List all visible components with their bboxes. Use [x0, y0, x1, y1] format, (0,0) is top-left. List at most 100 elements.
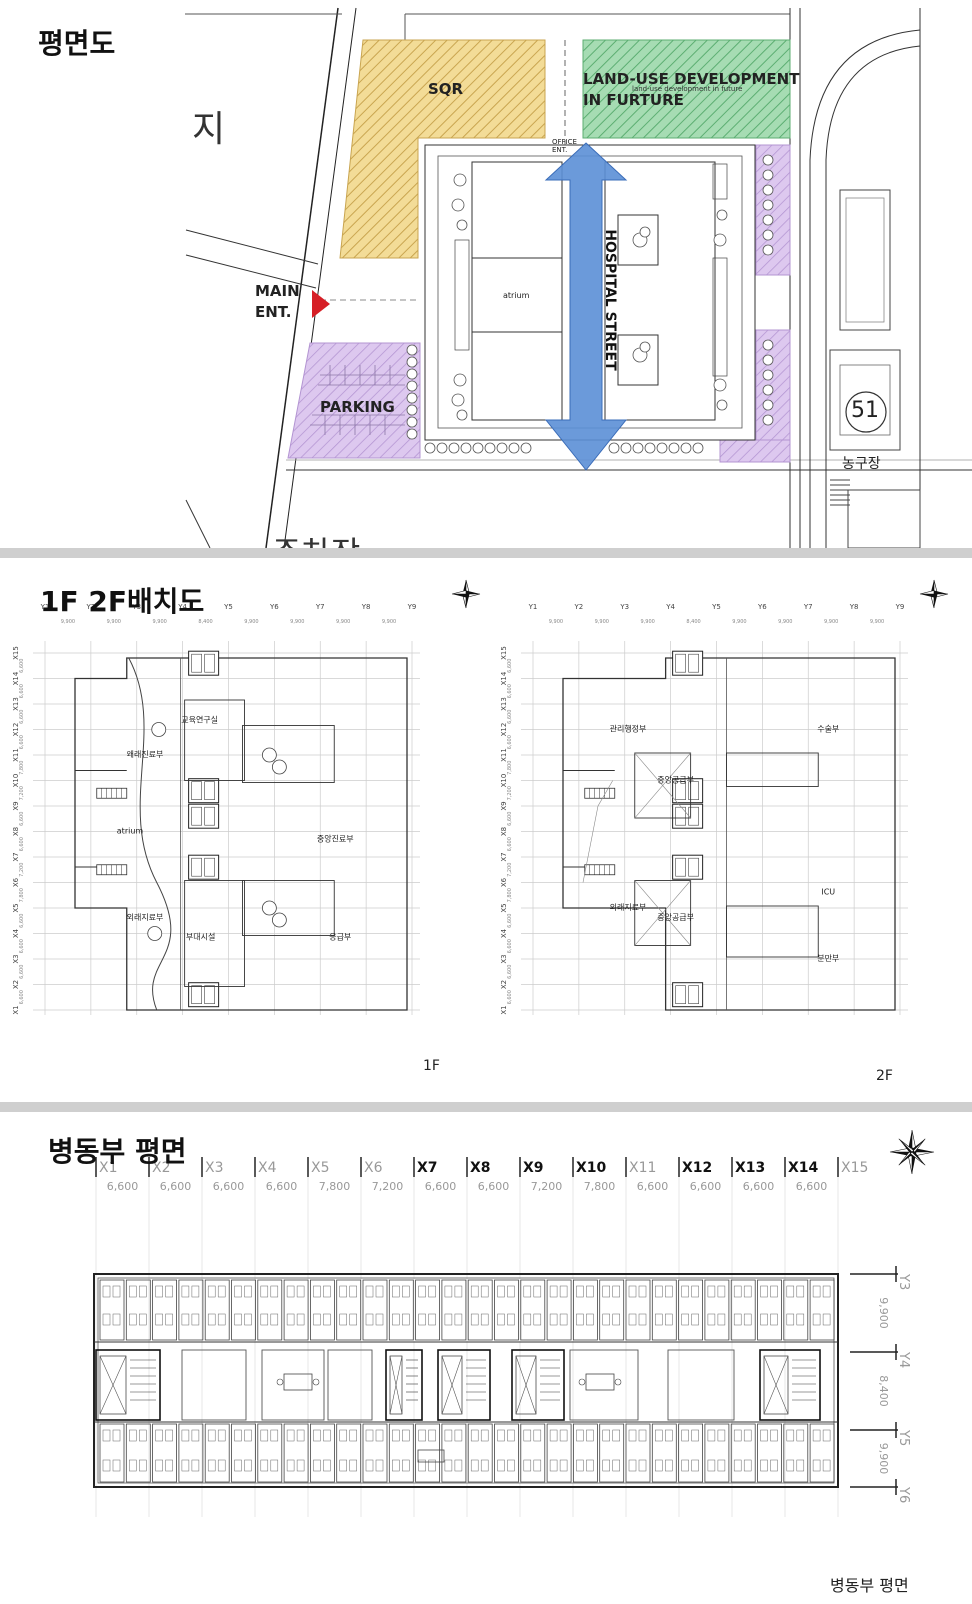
bed-icon	[586, 1429, 594, 1442]
x-axis-label-1f: X15	[12, 646, 20, 660]
ward-room-block	[181, 1349, 247, 1421]
x-axis-label-2f: X1	[500, 1005, 508, 1014]
x-axis-label-2f: X3	[500, 954, 508, 963]
x-span-label-1f: 6,600	[19, 990, 25, 1004]
x-span-label-2f: 6,600	[507, 659, 513, 673]
bed-icon	[497, 1285, 505, 1298]
ward-x-span-label: 6,600	[266, 1180, 298, 1193]
core-detail-1f	[204, 806, 215, 826]
bed-icon	[576, 1459, 584, 1472]
y-span-label-2f: 9,900	[641, 619, 655, 625]
bed-icon	[392, 1459, 400, 1472]
room-emergency-block-1f	[242, 880, 335, 936]
bed-icon	[454, 1429, 463, 1442]
bed-icon	[612, 1313, 620, 1326]
main-ent-label-1: MAIN	[255, 282, 300, 300]
bed-icon	[523, 1285, 532, 1298]
y-axis-label-2f: Y8	[849, 603, 859, 611]
y-span-label-1f: 9,900	[244, 619, 258, 625]
bed-icon	[602, 1459, 610, 1472]
patient-room	[573, 1279, 598, 1341]
ward-core-block	[437, 1349, 491, 1421]
bed-icon	[786, 1313, 795, 1326]
bed-icon	[286, 1459, 295, 1472]
y-span-label-1f: 9,900	[336, 619, 350, 625]
room-icu-block-2f	[726, 905, 819, 958]
ward-room-block	[327, 1349, 373, 1421]
x-axis-label-2f: X10	[500, 774, 508, 788]
bed-icon	[191, 1429, 200, 1442]
bed-icon	[444, 1313, 453, 1326]
label-2f: 2F	[876, 1068, 893, 1084]
bed-icon	[191, 1459, 200, 1472]
ward-x-span-label: 7,800	[584, 1180, 616, 1193]
tree-icon	[271, 912, 287, 928]
core-detail-1f	[191, 985, 202, 1005]
patient-room	[494, 1423, 519, 1483]
x-axis-label-2f: X5	[500, 903, 508, 912]
bed-icon	[470, 1285, 479, 1298]
compass-1f-icon	[451, 579, 481, 609]
room-education-1f	[184, 699, 245, 781]
ward-x-span-label: 6,600	[743, 1180, 775, 1193]
bed-icon	[418, 1459, 426, 1472]
room-label-outpatient-top-1f: 왜래진료부	[127, 749, 164, 759]
room-label-surgery-2f: 수술부	[817, 724, 839, 734]
bed-icon	[717, 1429, 726, 1442]
bed-icon	[796, 1285, 805, 1298]
ward-room-block	[667, 1349, 735, 1421]
y-axis-label-2f: Y6	[757, 603, 767, 611]
bed-icon	[612, 1285, 620, 1298]
patient-room	[704, 1423, 730, 1483]
bed-icon	[602, 1429, 610, 1442]
bed-icon	[392, 1285, 400, 1298]
core-block-1f	[188, 803, 220, 829]
bed-icon	[743, 1429, 752, 1442]
bed-icon	[129, 1285, 137, 1298]
core-detail-2f	[688, 985, 699, 1005]
x-span-label-1f: 6,600	[19, 812, 25, 826]
bed-icon	[207, 1313, 216, 1326]
bed-icon	[602, 1313, 610, 1326]
x-axis-label-2f: X8	[500, 827, 508, 836]
bed-icon	[507, 1429, 515, 1442]
tree-icon	[147, 926, 163, 941]
bed-icon	[155, 1285, 163, 1298]
elevator-shaft	[99, 1355, 127, 1415]
bed-icon	[270, 1429, 279, 1442]
ward-x-span-label: 7,200	[372, 1180, 404, 1193]
bed-icon	[339, 1429, 347, 1442]
land-use-label-1: LAND-USE DEVELOPMENT	[583, 70, 800, 88]
patient-room	[231, 1423, 256, 1483]
ward-x-axis-label: X7	[417, 1160, 438, 1176]
ward-y-axis-label: Y3	[896, 1273, 911, 1290]
atrium-label: atrium	[503, 291, 530, 300]
bed-icon	[638, 1285, 647, 1298]
bed-icon	[770, 1313, 778, 1326]
bed-icon	[717, 1313, 726, 1326]
ward-y-span-label: 9,900	[877, 1297, 890, 1329]
bed-icon	[480, 1429, 489, 1442]
patient-room	[730, 1279, 756, 1341]
station-table	[585, 1373, 615, 1391]
bed-icon	[743, 1313, 752, 1326]
atrium-curve-1f	[128, 657, 172, 1011]
bed-icon	[286, 1429, 295, 1442]
bed-icon	[428, 1285, 436, 1298]
bed-icon	[655, 1459, 663, 1472]
patient-room	[125, 1423, 151, 1483]
divider-1	[0, 548, 972, 558]
x-axis-label-1f: X12	[12, 723, 20, 737]
y-axis-label-1f: Y8	[361, 603, 371, 611]
bed-icon	[260, 1285, 269, 1298]
x-span-label-1f: 6,600	[19, 965, 25, 979]
bed-icon	[155, 1313, 163, 1326]
patient-room	[757, 1279, 782, 1341]
bed-icon	[480, 1313, 489, 1326]
bed-icon	[165, 1313, 173, 1326]
x-span-label-1f: 7,800	[19, 888, 25, 902]
label-ji: 지	[192, 109, 226, 150]
room-label-education-1f: 교육연구실	[181, 715, 218, 725]
bed-icon	[480, 1459, 489, 1472]
